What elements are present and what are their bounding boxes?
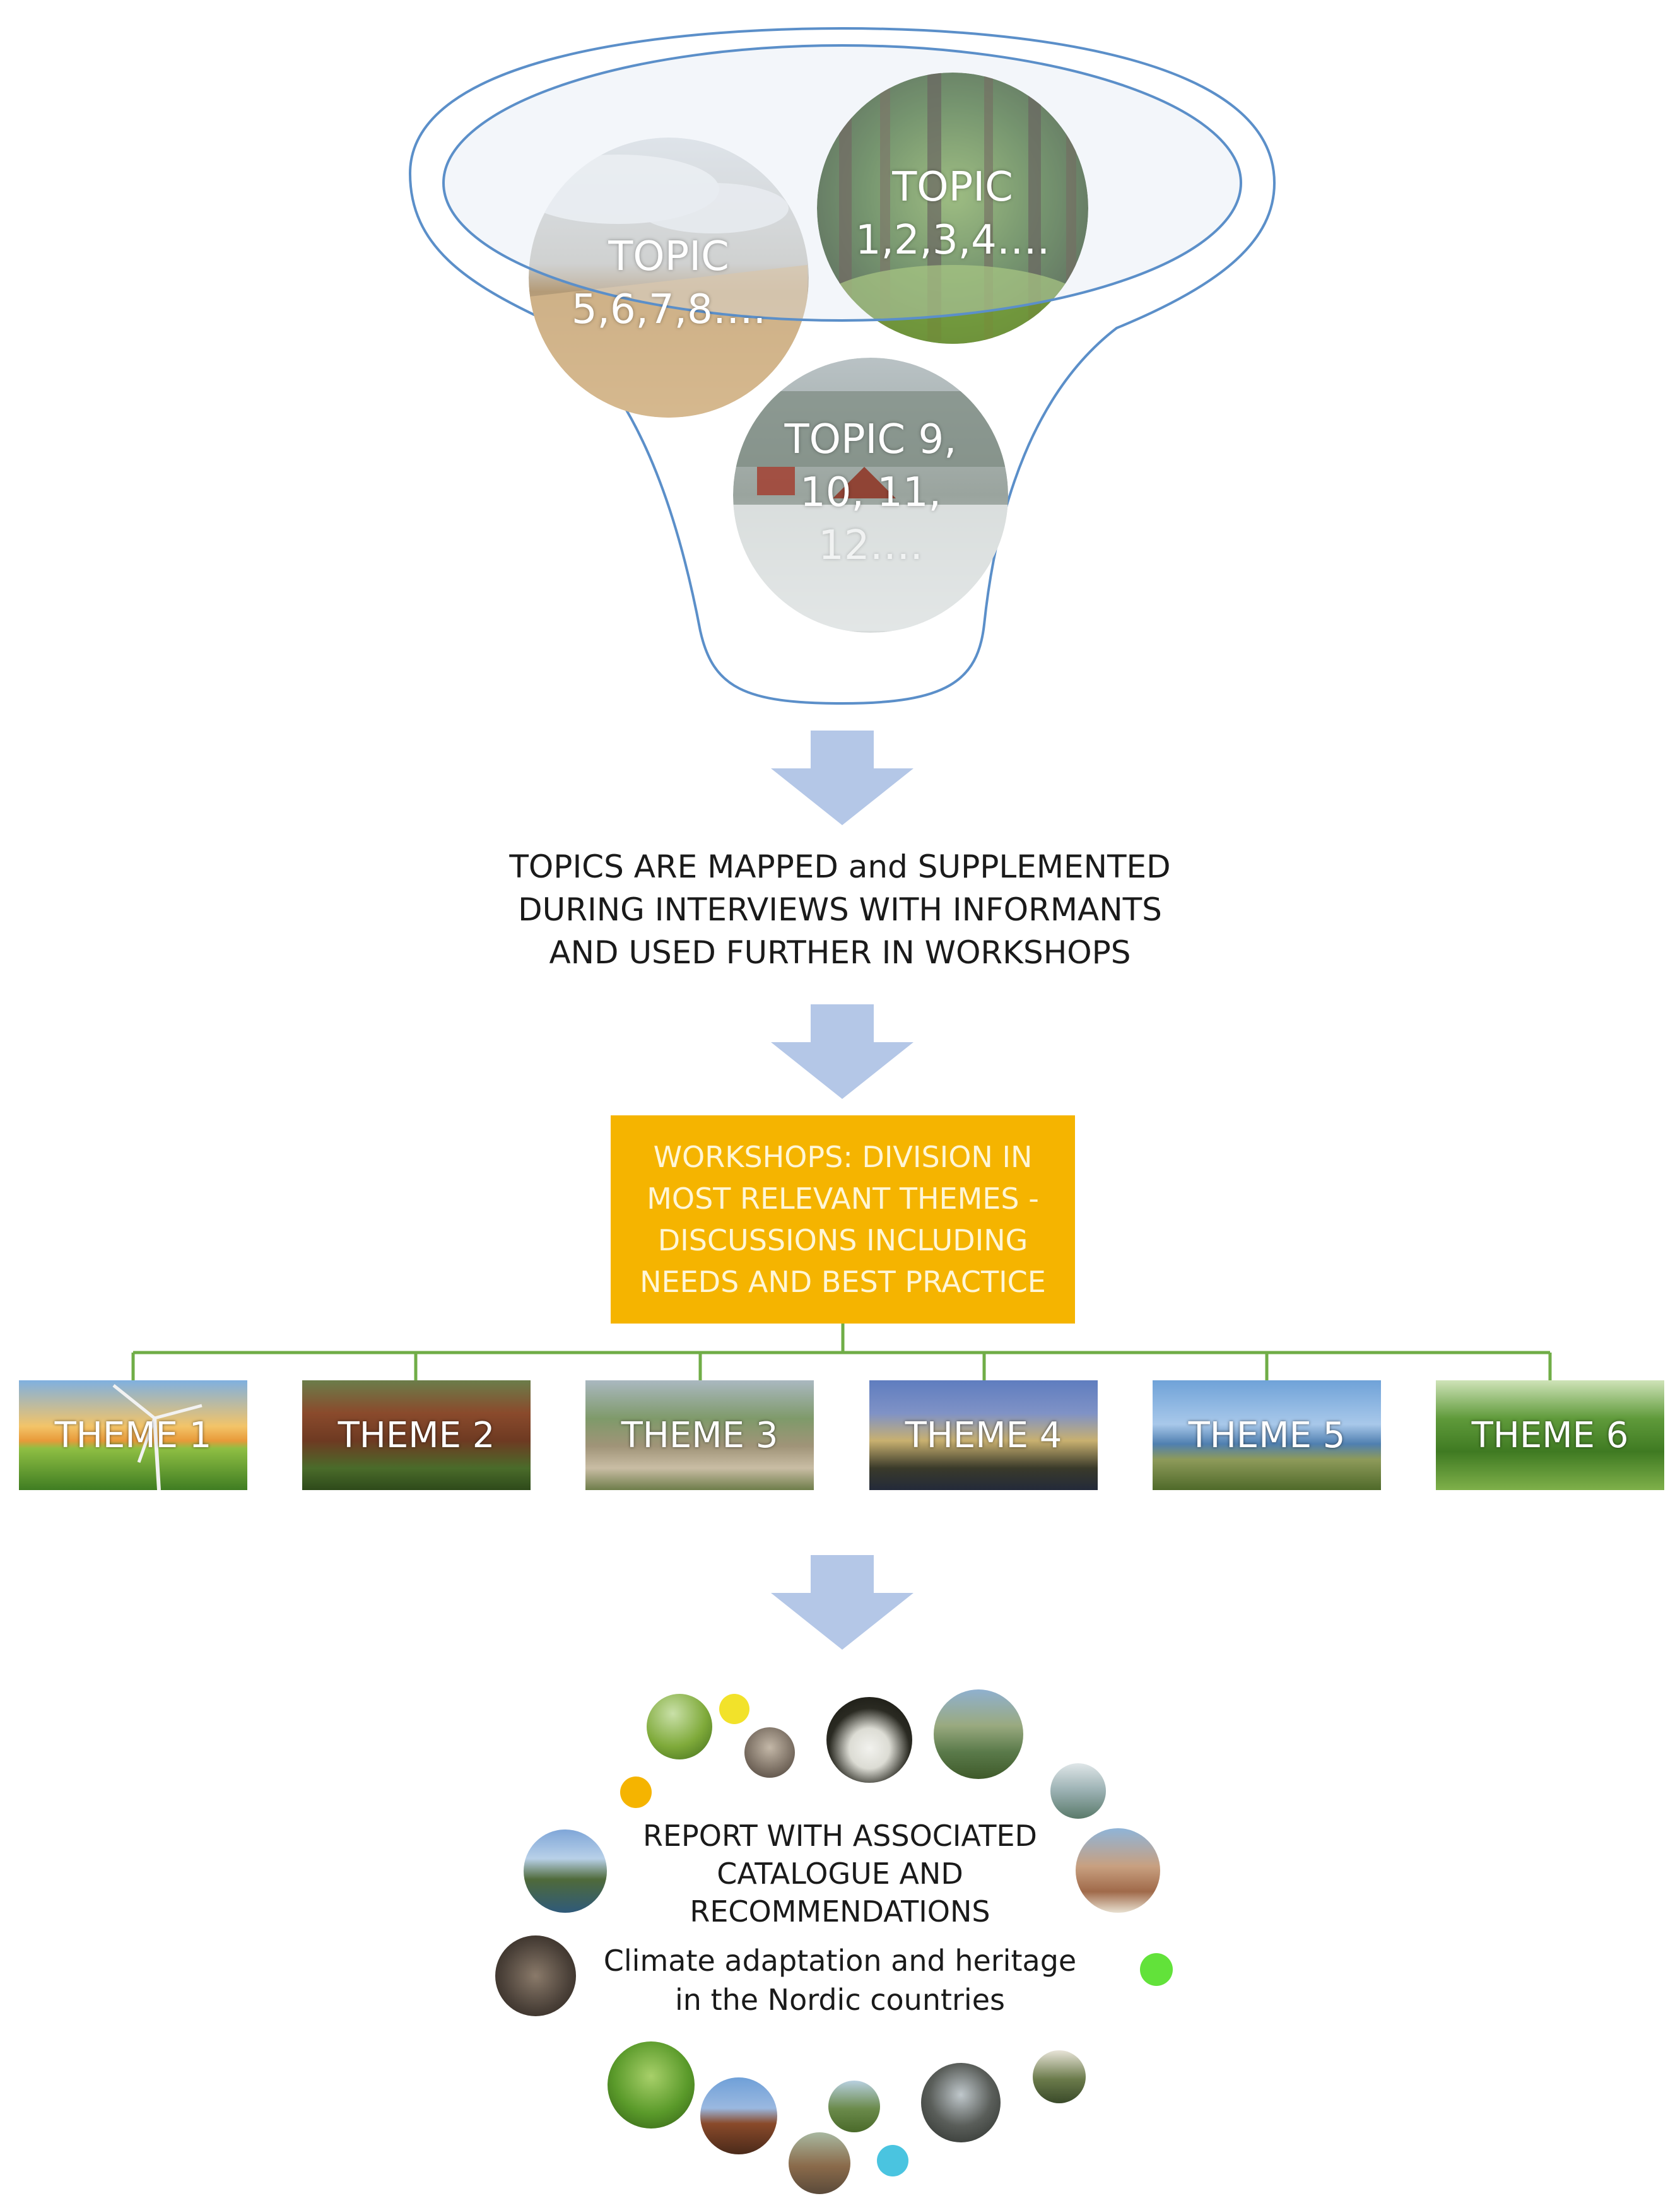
report-photo-landscape bbox=[934, 1689, 1023, 1779]
funnel-diagram bbox=[408, 26, 1276, 705]
report-photo-ruins bbox=[495, 1935, 576, 2016]
workshop-line-3: DISCUSSIONS INCLUDING bbox=[657, 1223, 1028, 1257]
theme-label-4: THEME 4 bbox=[905, 1414, 1062, 1456]
down-arrow-3 bbox=[771, 1555, 913, 1650]
topic-3-line-2: 10, 11, bbox=[800, 469, 941, 516]
report-photo-fjord bbox=[524, 1829, 607, 1913]
theme-label-3: THEME 3 bbox=[621, 1414, 778, 1456]
theme-tile-4[interactable]: THEME 4 bbox=[869, 1380, 1098, 1490]
topic-1-line-2: 1,2,3,4…. bbox=[855, 217, 1050, 264]
caption-line-2: DURING INTERVIEWS WITH INFORMANTS bbox=[518, 891, 1162, 928]
topic-3-line-3: 12…. bbox=[818, 522, 923, 569]
report-subtitle-line-2: in the Nordic countries bbox=[675, 1983, 1005, 2017]
workshop-line-1: WORKSHOPS: DIVISION IN bbox=[653, 1140, 1033, 1174]
green-dot bbox=[1140, 1953, 1173, 1986]
orange-dot bbox=[620, 1776, 652, 1808]
topic-1-line-1: TOPIC bbox=[892, 164, 1013, 211]
report-photo-bird bbox=[744, 1727, 795, 1778]
workshop-box: WORKSHOPS: DIVISION IN MOST RELEVANT THE… bbox=[611, 1115, 1075, 1324]
workshop-line-4: NEEDS AND BEST PRACTICE bbox=[640, 1265, 1046, 1299]
report-photo-stone bbox=[921, 2063, 1001, 2142]
report-photo-birch bbox=[608, 2041, 695, 2129]
yellow-dot bbox=[719, 1694, 749, 1724]
theme-tile-1[interactable]: THEME 1 bbox=[19, 1380, 247, 1490]
report-subtitle: Climate adaptation and heritage in the N… bbox=[568, 1941, 1112, 2019]
report-subtitle-line-1: Climate adaptation and heritage bbox=[603, 1944, 1077, 1978]
wind-turbine-icon bbox=[112, 1384, 203, 1490]
caption-line-1: TOPICS ARE MAPPED and SUPPLEMENTED bbox=[509, 849, 1171, 885]
report-photo-farm bbox=[828, 2081, 880, 2132]
topic-2-line-2: 5,6,7,8…. bbox=[571, 286, 767, 333]
report-title-line-1: REPORT WITH ASSOCIATED bbox=[643, 1819, 1037, 1853]
report-photo-garden bbox=[1033, 2050, 1086, 2103]
theme-label-1: THEME 1 bbox=[54, 1414, 212, 1456]
topic-label-2: TOPIC 5,6,7,8…. bbox=[543, 230, 795, 336]
theme-connectors bbox=[131, 1324, 1552, 1382]
theme-label-2: THEME 2 bbox=[338, 1414, 495, 1456]
topic-3-line-1: TOPIC 9, bbox=[784, 416, 957, 463]
topic-label-1: TOPIC 1,2,3,4…. bbox=[826, 161, 1079, 267]
theme-tile-2[interactable]: THEME 2 bbox=[302, 1380, 531, 1490]
theme-label-6: THEME 6 bbox=[1471, 1414, 1629, 1456]
cyan-dot bbox=[877, 2145, 908, 2176]
theme-tile-6[interactable]: THEME 6 bbox=[1436, 1380, 1664, 1490]
down-arrow-1 bbox=[771, 731, 913, 825]
funnel-mouth bbox=[442, 44, 1242, 322]
report-title: REPORT WITH ASSOCIATED CATALOGUE AND REC… bbox=[568, 1817, 1112, 1930]
down-arrow-2 bbox=[771, 1004, 913, 1099]
theme-tile-3[interactable]: THEME 3 bbox=[585, 1380, 814, 1490]
report-photo-meadow bbox=[647, 1694, 712, 1759]
report-photo-sheep bbox=[826, 1697, 912, 1783]
theme-label-5: THEME 5 bbox=[1188, 1414, 1346, 1456]
report-photo-building bbox=[1076, 1828, 1160, 1913]
topic-2-line-1: TOPIC bbox=[608, 233, 729, 280]
report-title-line-3: RECOMMENDATIONS bbox=[690, 1894, 990, 1929]
report-photo-river bbox=[1050, 1763, 1106, 1819]
report-photo-church bbox=[700, 2077, 777, 2154]
theme-tile-5[interactable]: THEME 5 bbox=[1153, 1380, 1381, 1490]
report-photo-cabin bbox=[789, 2132, 850, 2194]
mapping-caption: TOPICS ARE MAPPED and SUPPLEMENTED DURIN… bbox=[0, 845, 1680, 974]
topic-label-3: TOPIC 9, 10, 11, 12…. bbox=[744, 413, 997, 572]
report-title-line-2: CATALOGUE AND bbox=[717, 1857, 963, 1891]
workshop-line-2: MOST RELEVANT THEMES - bbox=[647, 1182, 1039, 1216]
caption-line-3: AND USED FURTHER IN WORKSHOPS bbox=[549, 934, 1131, 971]
